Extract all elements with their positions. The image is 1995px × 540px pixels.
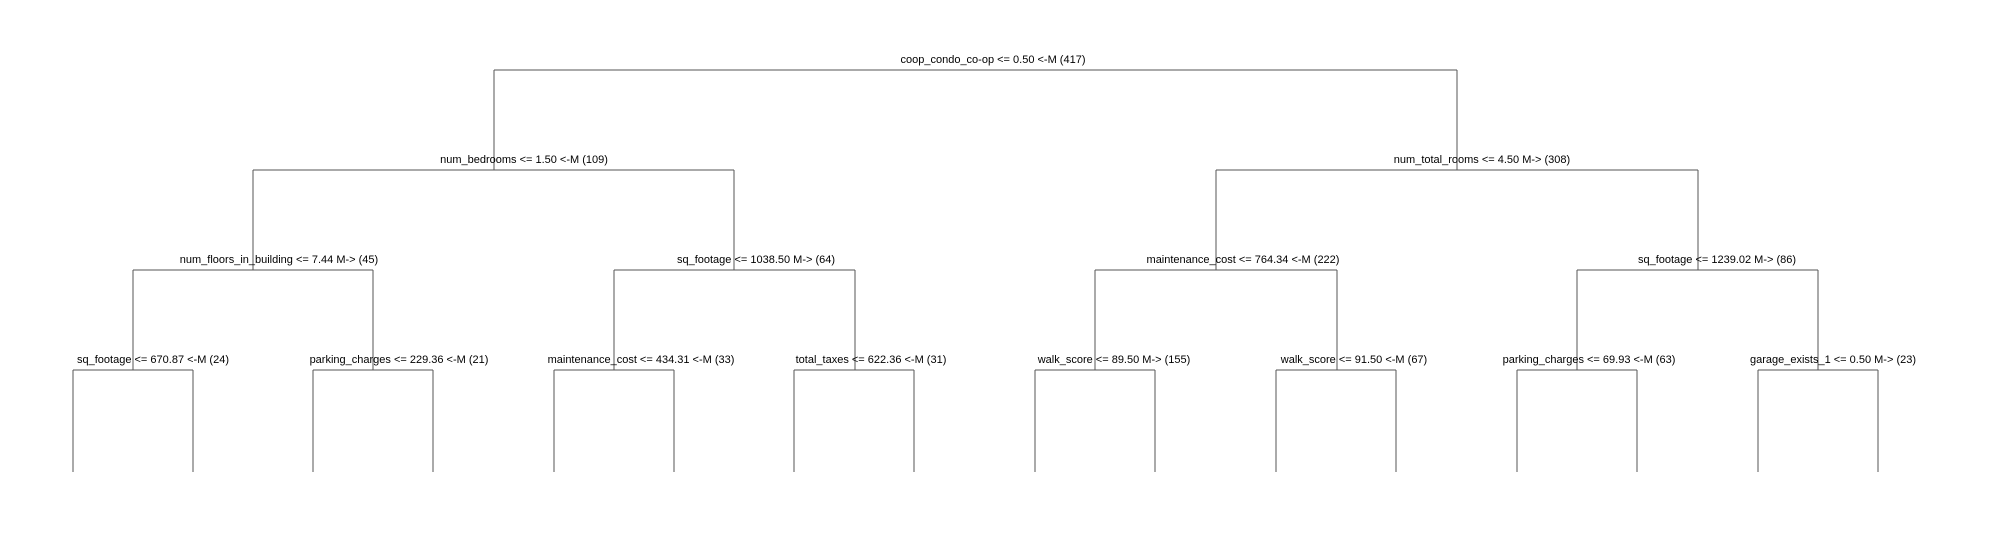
node-label-n21: maintenance_cost <= 764.34 <-M (222): [1147, 254, 1340, 266]
node-label-root: coop_condo_co-op <= 0.50 <-M (417): [901, 54, 1086, 66]
node-label-n211: walk_score <= 89.50 M-> (155): [1037, 354, 1191, 366]
node-label-n22: sq_footage <= 1239.02 M-> (86): [1638, 254, 1796, 266]
node-label-n212: walk_score <= 91.50 <-M (67): [1280, 354, 1427, 366]
node-label-n222: garage_exists_1 <= 0.50 M-> (23): [1750, 354, 1916, 366]
node-label-n122: total_taxes <= 622.36 <-M (31): [796, 354, 947, 366]
tree-edges: [72, 69, 1879, 472]
node-label-n221: parking_charges <= 69.93 <-M (63): [1503, 354, 1676, 366]
node-label-n2: num_total_rooms <= 4.50 M-> (308): [1394, 154, 1570, 166]
tree-node-labels: coop_condo_co-op <= 0.50 <-M (417) num_b…: [77, 54, 1916, 366]
node-label-n1: num_bedrooms <= 1.50 <-M (109): [440, 154, 608, 166]
node-label-n112: parking_charges <= 229.36 <-M (21): [310, 354, 489, 366]
node-label-n121: maintenance_cost <= 434.31 <-M (33): [548, 354, 735, 366]
node-label-n11: num_floors_in_building <= 7.44 M-> (45): [180, 254, 378, 266]
node-label-n111: sq_footage <= 670.87 <-M (24): [77, 354, 229, 366]
node-label-n12: sq_footage <= 1038.50 M-> (64): [677, 254, 835, 266]
